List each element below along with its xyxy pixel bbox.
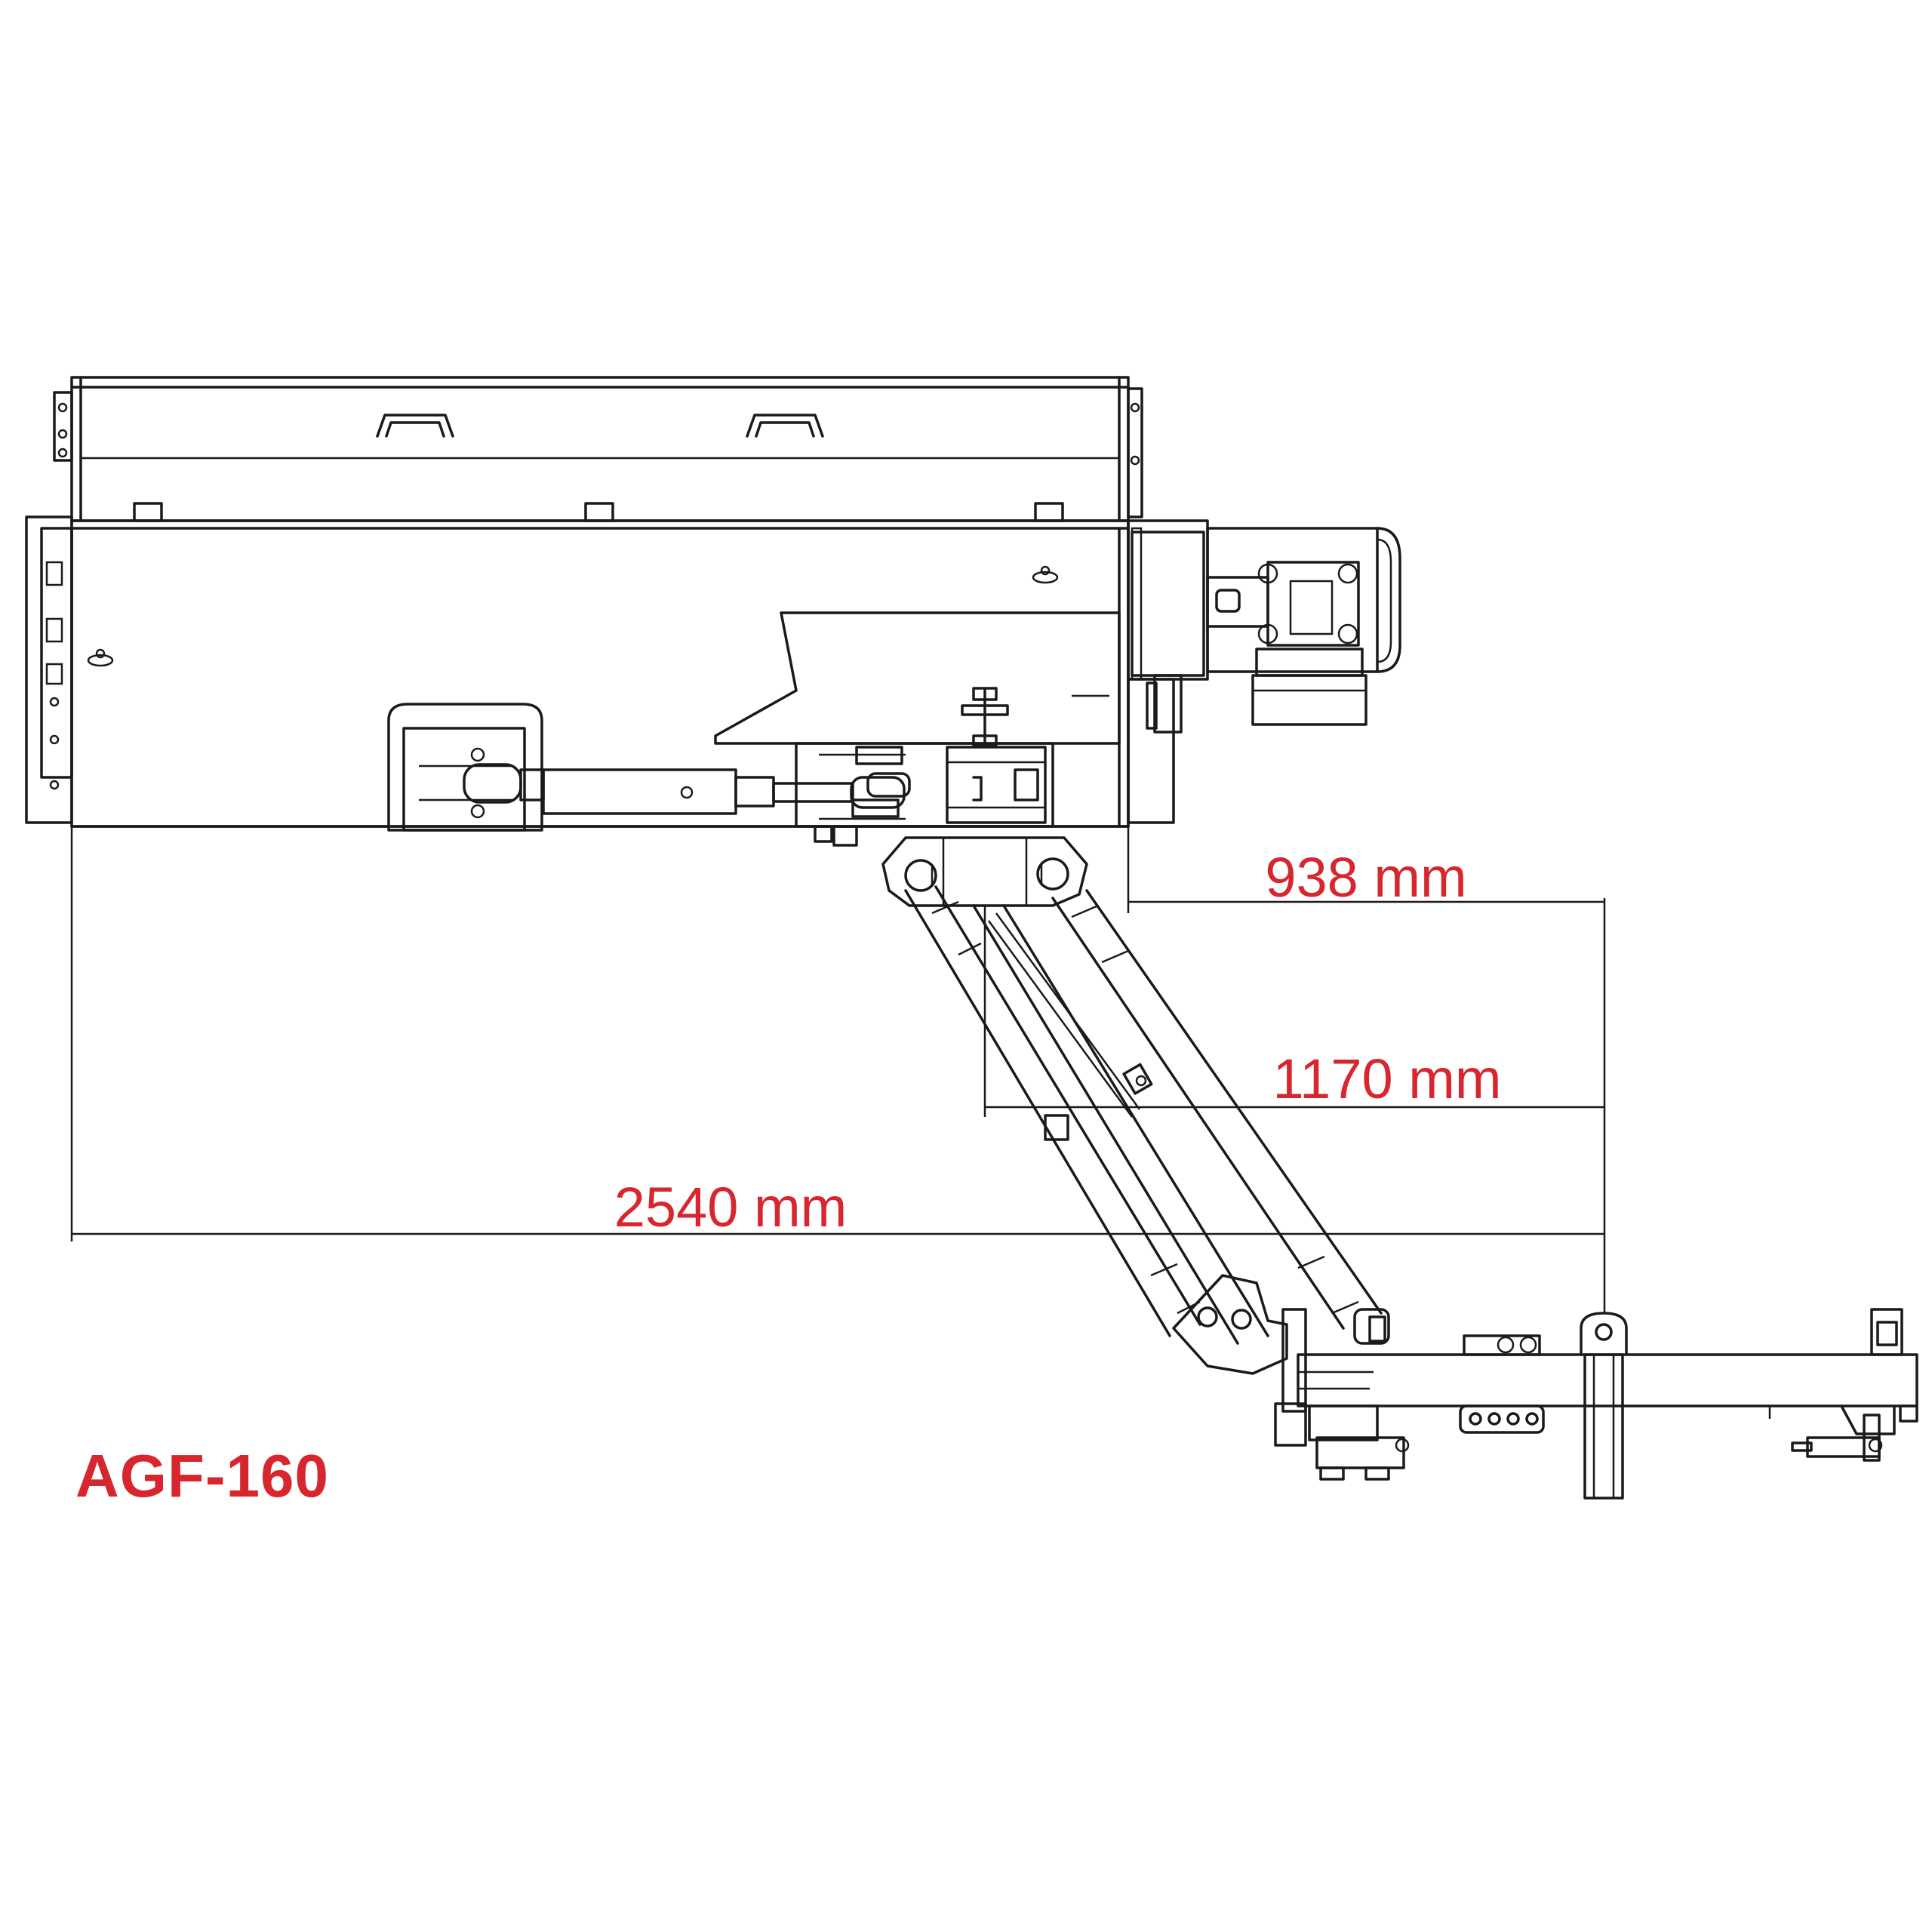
mounting-bar — [1274, 1308, 1918, 1500]
pivot-assembly — [795, 687, 1088, 907]
dimension-label-1170: 1170 mm — [1273, 1048, 1502, 1110]
dimension-lines: 938 mm 1170 mm 2540 mm — [70, 826, 1606, 1313]
model-label: AGF-160 — [75, 1442, 329, 1509]
latch-right — [1032, 565, 1059, 584]
top-hood — [53, 376, 1143, 522]
folding-arm — [904, 885, 1390, 1375]
dimension-label-2540: 2540 mm — [614, 1176, 847, 1238]
dimension-label-938: 938 mm — [1265, 846, 1466, 909]
main-body — [25, 515, 1175, 828]
gearbox — [1127, 519, 1401, 734]
deflector — [714, 611, 1121, 745]
hood-handle-right — [746, 414, 824, 438]
pivot-hub — [881, 836, 1088, 907]
hydraulic-cylinder — [387, 703, 906, 832]
latch-left — [87, 648, 114, 667]
hood-handle-left — [376, 414, 454, 438]
